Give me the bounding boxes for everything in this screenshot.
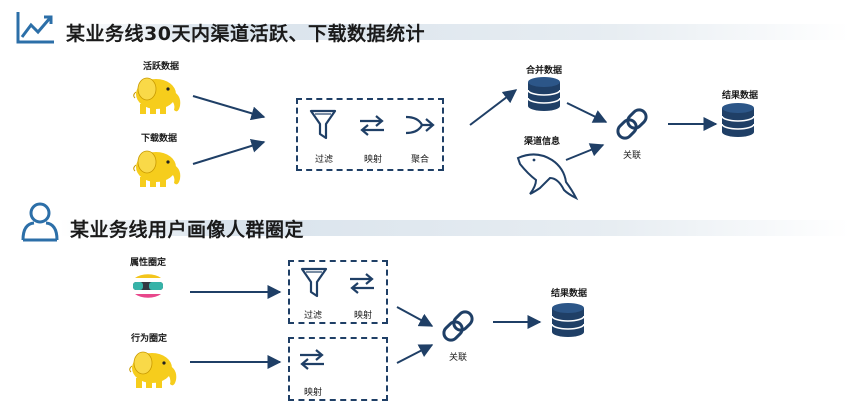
- user-profile-icon: [21, 202, 59, 242]
- op-filter-label: 过滤: [303, 311, 322, 321]
- database-icon: [551, 302, 585, 338]
- section1-title: 某业务线30天内渠道活跃、下载数据统计: [66, 23, 425, 45]
- op-map-label: 映射: [363, 155, 382, 165]
- section1-ops-box: [296, 98, 444, 171]
- behavior-selection-label: 行为圈定: [130, 334, 167, 344]
- swap-arrows-icon: [348, 272, 376, 295]
- result-data-label: 结果数据: [721, 91, 758, 101]
- join-label: 关联: [622, 151, 641, 161]
- op-filter-label: 过滤: [314, 155, 333, 165]
- active-data-label: 活跃数据: [142, 62, 179, 72]
- mysql-dolphin-icon: [516, 153, 579, 201]
- funnel-filter-icon: [300, 267, 328, 298]
- download-data-label: 下载数据: [140, 134, 177, 144]
- section2-ops-box-top: [288, 260, 388, 324]
- result-data-label: 结果数据: [550, 289, 587, 299]
- merge-data-label: 合并数据: [525, 66, 562, 76]
- op-map-label: 映射: [353, 311, 372, 321]
- elasticsearch-icon: [133, 274, 163, 298]
- merge-arrow-icon: [405, 115, 435, 135]
- join-label: 关联: [448, 353, 467, 363]
- chain-link-icon: [439, 307, 477, 345]
- section2-title: 某业务线用户画像人群圈定: [70, 219, 305, 241]
- op-aggregate-label: 聚合: [410, 155, 429, 165]
- swap-arrows-icon: [298, 348, 326, 371]
- section2-ops-box-bottom: [288, 337, 388, 401]
- trend-line-chart-icon: [16, 12, 54, 44]
- op-map-label: 映射: [303, 388, 322, 398]
- channel-info-label: 渠道信息: [523, 137, 560, 147]
- attribute-selection-label: 属性圈定: [129, 258, 166, 268]
